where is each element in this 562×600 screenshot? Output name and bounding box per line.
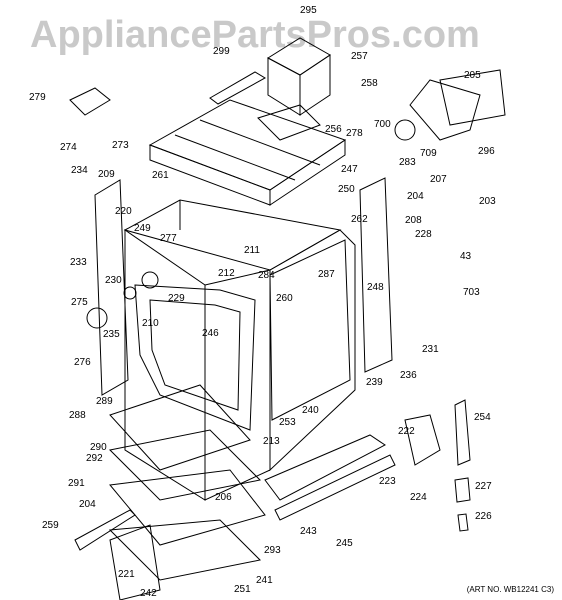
callout-223: 223 [379, 476, 396, 487]
callout-291: 291 [68, 478, 85, 489]
callout-240: 240 [302, 405, 319, 416]
callout-260: 260 [276, 293, 293, 304]
oven-body [123, 199, 356, 501]
flue-duct [257, 37, 331, 141]
callout-242: 242 [140, 588, 157, 599]
callout-203: 203 [479, 196, 496, 207]
oven-front-frame [134, 284, 256, 431]
callout-278: 278 [346, 128, 363, 139]
callout-293: 293 [264, 545, 281, 556]
callout-43: 43 [460, 251, 472, 262]
callout-289: 289 [96, 396, 113, 407]
callout-258: 258 [361, 78, 378, 89]
callout-261: 261 [152, 170, 169, 181]
right-small-parts [394, 69, 506, 532]
callout-233: 233 [70, 257, 87, 268]
callout-227: 227 [475, 481, 492, 492]
callout-213: 213 [263, 436, 280, 447]
callout-243: 243 [300, 526, 317, 537]
callout-277: 277 [160, 233, 177, 244]
callout-230: 230 [105, 275, 122, 286]
left-side-panel [94, 179, 129, 396]
callout-253: 253 [279, 417, 296, 428]
callout-274: 274 [60, 142, 77, 153]
callout-279: 279 [29, 92, 46, 103]
callout-245: 245 [336, 538, 353, 549]
callout-273: 273 [112, 140, 129, 151]
callout-204-lower: 204 [79, 499, 96, 510]
callout-249: 249 [134, 223, 151, 234]
right-side-panel [359, 177, 393, 373]
callout-228: 228 [415, 229, 432, 240]
callout-259: 259 [42, 520, 59, 531]
callout-251: 251 [234, 584, 251, 595]
callout-231: 231 [422, 344, 439, 355]
callout-222: 222 [398, 426, 415, 437]
callout-224: 224 [410, 492, 427, 503]
drawer-rail-left [74, 509, 136, 551]
callout-241: 241 [256, 575, 273, 586]
callout-204: 204 [407, 191, 424, 202]
callout-296: 296 [478, 146, 495, 157]
callout-709: 709 [420, 148, 437, 159]
callout-288: 288 [69, 410, 86, 421]
callout-703: 703 [463, 287, 480, 298]
callout-248: 248 [367, 282, 384, 293]
callout-292: 292 [86, 453, 103, 464]
callout-205: 205 [464, 70, 481, 81]
callout-207: 207 [430, 174, 447, 185]
callout-262: 262 [351, 214, 368, 225]
callout-234: 234 [71, 165, 88, 176]
left-small-parts [69, 87, 159, 329]
callout-254: 254 [474, 412, 491, 423]
callout-295: 295 [300, 5, 317, 16]
callout-210: 210 [142, 318, 159, 329]
callout-209: 209 [98, 169, 115, 180]
callout-299: 299 [213, 46, 230, 57]
callout-283: 283 [399, 157, 416, 168]
callout-256: 256 [325, 124, 342, 135]
callout-212: 212 [218, 268, 235, 279]
callout-221: 221 [118, 569, 135, 580]
callout-220: 220 [115, 206, 132, 217]
callout-276: 276 [74, 357, 91, 368]
callout-290: 290 [90, 442, 107, 453]
callout-700: 700 [374, 119, 391, 130]
callout-250: 250 [338, 184, 355, 195]
top-panel [148, 99, 347, 206]
drawer-rail-bottom [109, 524, 161, 600]
broiler-drawer-area [108, 384, 266, 581]
oven-liner-side [269, 239, 351, 421]
callout-206: 206 [215, 492, 232, 503]
callout-287: 287 [318, 269, 335, 280]
callout-235: 235 [103, 329, 120, 340]
callout-226: 226 [475, 511, 492, 522]
kick-panel [264, 434, 386, 501]
drawer-trim [274, 454, 396, 521]
callout-284: 284 [258, 270, 275, 281]
callout-208: 208 [405, 215, 422, 226]
callout-247: 247 [341, 164, 358, 175]
callout-236: 236 [400, 370, 417, 381]
callout-246: 246 [202, 328, 219, 339]
art-number: (ART NO. WB12241 C3) [466, 585, 554, 594]
top-trim [209, 71, 267, 105]
callout-239: 239 [366, 377, 383, 388]
callout-257: 257 [351, 51, 368, 62]
callout-211: 211 [244, 245, 260, 256]
callout-229: 229 [168, 293, 185, 304]
watermark: AppliancePartsPros.com [30, 14, 480, 56]
callout-275: 275 [71, 297, 88, 308]
